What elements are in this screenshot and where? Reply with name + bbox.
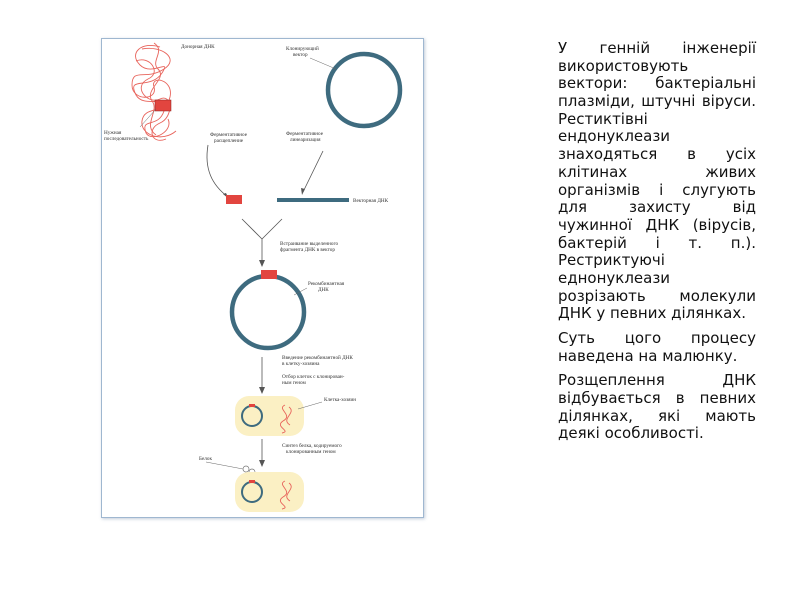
label-insertion-1: Встраивание выделенного <box>280 241 339 247</box>
host-cell-2 <box>235 472 304 512</box>
cloning-vector-ring <box>325 51 403 129</box>
leader-recombinant <box>293 287 308 296</box>
label-recombinant-2: ДНК <box>318 287 329 293</box>
label-needed-seq-1: Нужная <box>104 130 122 136</box>
label-synthesis-2: клонированным геном <box>286 449 336 455</box>
arrow-head-nick <box>301 188 305 195</box>
label-needed-seq-2: последовательность <box>104 136 149 142</box>
recombinant-dna-ring <box>229 273 307 351</box>
dna-fragment <box>226 195 242 204</box>
diagram-canvas: Донорная ДНК Нужная последовательность К… <box>104 42 403 512</box>
explanation-text: У генній інженерії використовують вектор… <box>558 39 756 450</box>
target-sequence-marker <box>154 99 172 112</box>
label-select-1: Отбор клеток с клонирован- <box>282 373 345 380</box>
arrow-head-synthesis <box>259 460 265 467</box>
arrow-head-intro <box>259 387 265 394</box>
label-cloning-vector-1: Клонирующий <box>286 45 319 52</box>
donor-dna-tangle <box>131 42 177 141</box>
arrows-upper <box>206 144 324 198</box>
host-cell-1 <box>235 396 304 436</box>
label-cloning-vector-2: вектор <box>293 52 308 58</box>
leader-host-cell <box>297 401 323 410</box>
leader-needed-seq <box>139 108 157 128</box>
label-enzymatic-cut-1: Ферментативное <box>210 132 248 138</box>
label-select-2: ным геном <box>282 380 306 386</box>
paragraph-cleavage: Розщеплення ДНК відбувається в певних ді… <box>558 371 756 443</box>
label-donor-dna: Донорная ДНК <box>181 44 215 50</box>
label-recombinant-1: Рекомбинантная <box>308 280 345 287</box>
label-enzymatic-nick-2: линеаризация <box>290 137 321 143</box>
label-vector-dna: Векторная ДНК <box>353 198 389 204</box>
label-intro-2: в клетку-хозяина <box>282 361 320 367</box>
label-enzymatic-cut-2: расщепление <box>214 138 244 144</box>
label-host-cell: Клетка-хозяин <box>324 397 356 403</box>
inserted-fragment-marker <box>261 270 277 279</box>
label-synthesis-1: Синтез белка, кодируемого <box>282 442 342 449</box>
label-enzymatic-nick-1: Ферментативное <box>286 131 324 137</box>
paragraph-figure-ref: Суть цого процесу наведена на малюнку. <box>558 329 756 365</box>
leader-cloning-vector <box>309 57 337 70</box>
linear-vector-dna <box>277 198 349 202</box>
arrow-insertion <box>241 218 283 262</box>
label-protein: Белок <box>199 456 212 462</box>
label-insertion-2: фрагмента ДНК в вектор <box>280 246 335 253</box>
leader-protein <box>205 461 244 470</box>
genetic-engineering-diagram: Донорная ДНК Нужная последовательность К… <box>101 38 424 518</box>
arrow-head-insertion <box>259 260 265 267</box>
label-intro-1: Введение рекомбинантной ДНК <box>282 354 353 361</box>
paragraph-vectors: У генній інженерії використовують вектор… <box>558 39 756 323</box>
